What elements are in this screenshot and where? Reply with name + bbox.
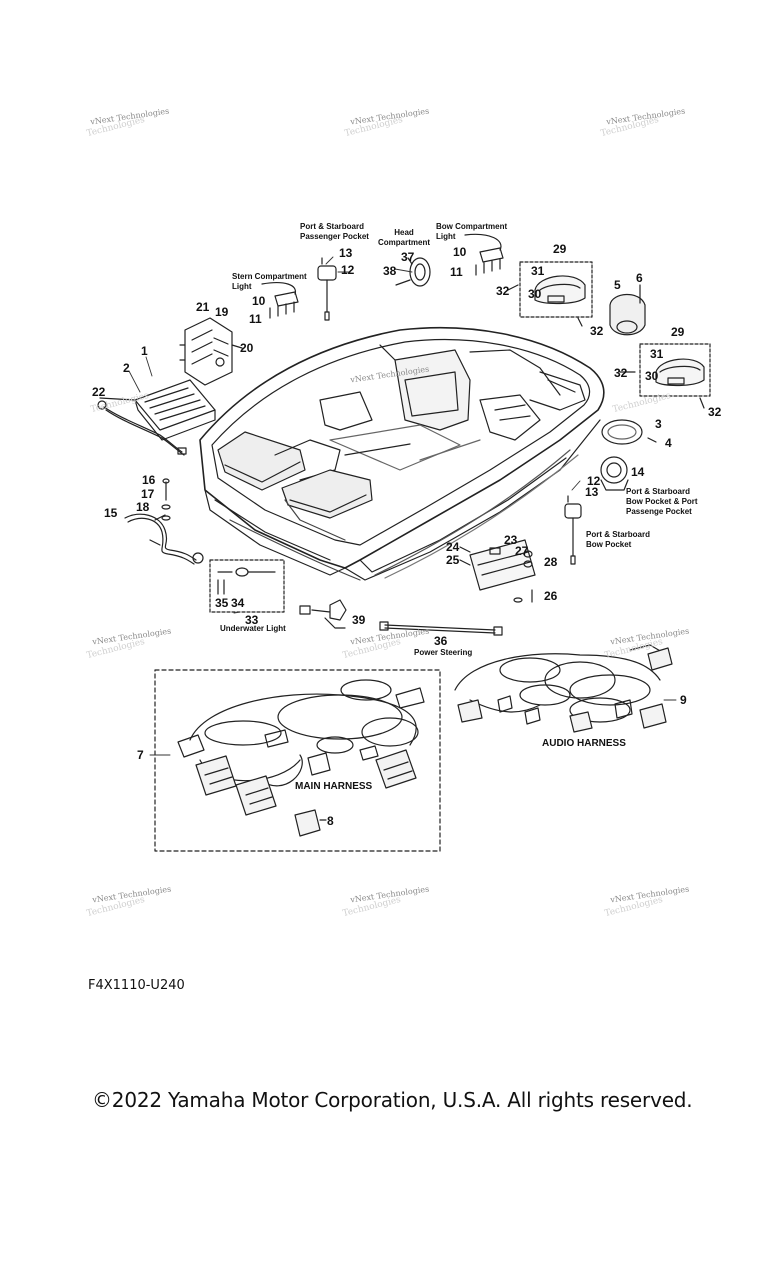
callout-16: 16 xyxy=(142,473,156,487)
copyright-notice: ©2022 Yamaha Motor Corporation, U.S.A. A… xyxy=(92,1088,693,1112)
callout-32-left: 32 xyxy=(496,284,510,298)
diagram-code: F4X1110-U240 xyxy=(88,978,185,993)
audio-harness xyxy=(454,644,673,733)
callout-11-stern: 11 xyxy=(249,312,262,326)
callout-2: 2 xyxy=(123,361,130,375)
callout-3: 3 xyxy=(655,417,662,431)
caption-underwater-light: Underwater Light xyxy=(220,624,286,633)
callout-19: 19 xyxy=(215,305,229,319)
callout-30-right: 30 xyxy=(645,369,659,383)
caption-bow-pocket: Port & Starboard Bow Pocket xyxy=(586,530,651,549)
callout-26: 26 xyxy=(544,589,558,603)
bow-light xyxy=(464,233,504,276)
electrical-box xyxy=(179,317,243,386)
callout-31-top: 31 xyxy=(531,264,545,278)
speaker-14 xyxy=(600,456,629,491)
callout-8: 8 xyxy=(327,814,334,828)
callout-30-top: 30 xyxy=(528,287,542,301)
underwater-light xyxy=(209,559,285,613)
callout-12-right: 12 xyxy=(587,474,601,488)
pocket-light-top xyxy=(317,257,337,321)
speaker-box-top xyxy=(507,261,593,327)
callout-6: 6 xyxy=(636,271,643,285)
caption-bow-pocket-passenge-pocket: Port & Starboard Bow Pocket & Port Passe… xyxy=(626,487,698,516)
callout-23: 23 xyxy=(504,533,518,547)
pocket-light-right xyxy=(564,495,582,565)
callout-37: 37 xyxy=(401,250,415,264)
bolt-16-17-18 xyxy=(161,478,171,521)
caption-main-harness: MAIN HARNESS xyxy=(295,781,373,792)
caption-passenger-pocket: Port & Starboard Passenger Pocket xyxy=(300,222,369,241)
callout-32-right-a: 32 xyxy=(614,366,628,380)
callout-35: 35 xyxy=(215,596,229,610)
callout-4: 4 xyxy=(665,436,672,450)
caption-bow-compartment-light: Bow Compartment Light xyxy=(436,222,508,241)
callout-32-mid: 32 xyxy=(590,324,604,338)
power-steering-cable xyxy=(379,621,503,636)
callout-39: 39 xyxy=(352,613,366,627)
sensor-39 xyxy=(299,599,347,629)
callout-21: 21 xyxy=(196,300,210,314)
callout-38: 38 xyxy=(383,264,397,278)
callout-29-top: 29 xyxy=(553,242,567,256)
callout-13-top: 13 xyxy=(339,246,353,260)
callout-15: 15 xyxy=(104,506,118,520)
stern-light xyxy=(261,282,299,319)
callout-31-right: 31 xyxy=(650,347,664,361)
callout-1: 1 xyxy=(141,344,148,358)
callout-24: 24 xyxy=(446,540,460,554)
hose-15 xyxy=(124,513,204,565)
callout-33: 33 xyxy=(245,613,259,627)
callout-20: 20 xyxy=(240,341,254,355)
battery-tray xyxy=(99,379,216,441)
callout-32-right-b: 32 xyxy=(708,405,722,419)
caption-power-steering: Power Steering xyxy=(414,648,473,657)
callout-17: 17 xyxy=(141,487,155,501)
callout-34: 34 xyxy=(231,596,245,610)
callout-7: 7 xyxy=(137,748,144,762)
callout-18: 18 xyxy=(136,500,150,514)
speaker-pod-5 xyxy=(609,284,646,336)
caption-stern-compartment-light: Stern Compartment Light xyxy=(232,272,307,291)
caption-audio-harness: AUDIO HARNESS xyxy=(542,738,626,749)
main-harness xyxy=(154,669,441,852)
callout-27: 27 xyxy=(515,544,529,558)
callout-10-bow: 10 xyxy=(453,245,467,259)
callout-22: 22 xyxy=(92,385,106,399)
ecu-module-23 xyxy=(459,539,536,603)
callout-25: 25 xyxy=(446,553,460,567)
callout-12-top: 12 xyxy=(341,263,355,277)
callout-13-right: 13 xyxy=(585,485,599,499)
callout-28: 28 xyxy=(544,555,558,569)
speaker-box-right xyxy=(619,343,711,409)
leader-lines xyxy=(128,256,677,756)
cable-22 xyxy=(97,400,187,456)
speaker-grille-3 xyxy=(601,419,657,445)
callout-14: 14 xyxy=(631,465,645,479)
callout-5: 5 xyxy=(614,278,621,292)
callout-11-bow: 11 xyxy=(450,265,463,279)
caption-head-compartment: Head Compartment xyxy=(378,228,431,247)
callout-9: 9 xyxy=(680,693,687,707)
callout-29-right: 29 xyxy=(671,325,685,339)
callout-36: 36 xyxy=(434,634,448,648)
callout-10-stern: 10 xyxy=(252,294,266,308)
boat-hull xyxy=(199,326,605,581)
